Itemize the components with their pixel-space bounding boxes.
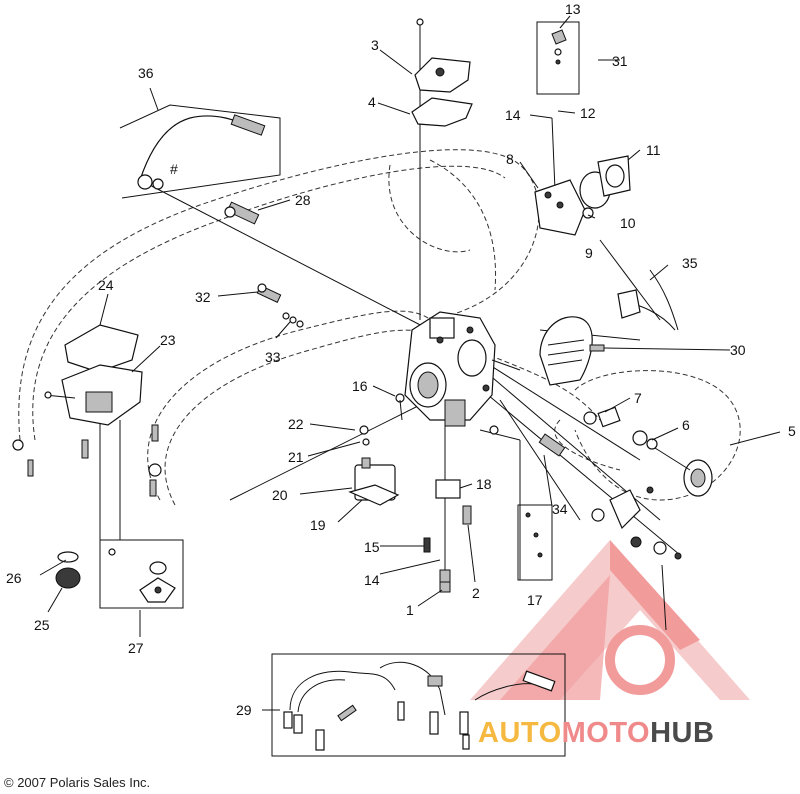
callout-35: 35 (682, 255, 698, 271)
part-30-cover (539, 316, 605, 386)
callout-31: 31 (612, 53, 628, 69)
callout-11: 11 (646, 142, 661, 158)
callout-33: 33 (265, 349, 281, 365)
callout-34: 34 (552, 501, 568, 517)
callout-leaders (39, 15, 781, 711)
hose-routing-lines (18, 149, 741, 506)
callout-32: 32 (195, 289, 211, 305)
callout-30: 30 (730, 342, 746, 358)
callout-23: 23 (160, 332, 176, 348)
part-25-drain-plug (55, 551, 81, 589)
callout-19: 19 (310, 517, 326, 533)
callout-3: 3 (371, 37, 379, 53)
callout-16: 16 (352, 378, 368, 394)
part-27-kit (99, 539, 184, 609)
part-8-accelerator-pump (534, 117, 631, 236)
part-28-fitting (224, 201, 260, 225)
callout-18: 18 (476, 476, 492, 492)
callout-24: 24 (98, 277, 114, 293)
part-31-jet-kit (536, 21, 580, 95)
callout-17: 17 (527, 592, 543, 608)
part-34-fitting (517, 433, 566, 581)
part-23-float-bowl (12, 324, 162, 497)
part-36-choke-cable (119, 104, 281, 199)
callout-14-bottom: 14 (364, 572, 380, 588)
callout-15: 15 (364, 539, 380, 555)
callout-5: 5 (788, 423, 796, 439)
callout-26: 26 (6, 570, 22, 586)
watermark-moto: MOTO (562, 717, 650, 749)
callout-28: 28 (295, 192, 311, 208)
svg-text:AUTOMOTOHUB: AUTOMOTOHUB (478, 717, 714, 749)
part-18-jets (423, 425, 499, 593)
callout-numbers: 1 2 3 4 5 6 7 8 9 10 11 12 13 14 14 15 1… (6, 1, 796, 718)
callout-13: 13 (565, 1, 581, 17)
callout-20: 20 (272, 487, 288, 503)
part-20-float (348, 393, 405, 506)
callout-4: 4 (368, 94, 376, 110)
callout-14-top: 14 (505, 107, 521, 123)
copyright-notice: © 2007 Polaris Sales Inc. (4, 775, 150, 790)
carburetor-body (404, 311, 521, 427)
callout-27: 27 (128, 640, 144, 656)
part-32-mixture-screw (256, 283, 304, 328)
callout-2: 2 (472, 585, 480, 601)
part-3-top-cover (411, 18, 473, 127)
callout-36: 36 (138, 65, 154, 81)
callout-7: 7 (634, 390, 642, 406)
callout-6: 6 (682, 417, 690, 433)
watermark-hub: HUB (650, 717, 714, 749)
hash-mark: # (170, 161, 178, 177)
callout-1: 1 (406, 602, 414, 618)
callout-21: 21 (288, 449, 304, 465)
part-29-hose-kit (271, 653, 566, 757)
part-5-diaphragm-assembly (583, 406, 713, 497)
callout-9: 9 (585, 245, 593, 261)
callout-25: 25 (34, 617, 50, 633)
callout-22: 22 (288, 416, 304, 432)
callout-12: 12 (580, 105, 596, 121)
callout-10: 10 (620, 215, 636, 231)
watermark-logo (470, 540, 750, 700)
part-35-cable (617, 269, 679, 331)
watermark-auto: AUTO (478, 717, 562, 749)
callout-29: 29 (236, 702, 252, 718)
watermark-text: AUTOMOTOHUB (478, 717, 714, 749)
callout-8: 8 (506, 151, 514, 167)
throttle-linkage-parts (591, 486, 682, 631)
